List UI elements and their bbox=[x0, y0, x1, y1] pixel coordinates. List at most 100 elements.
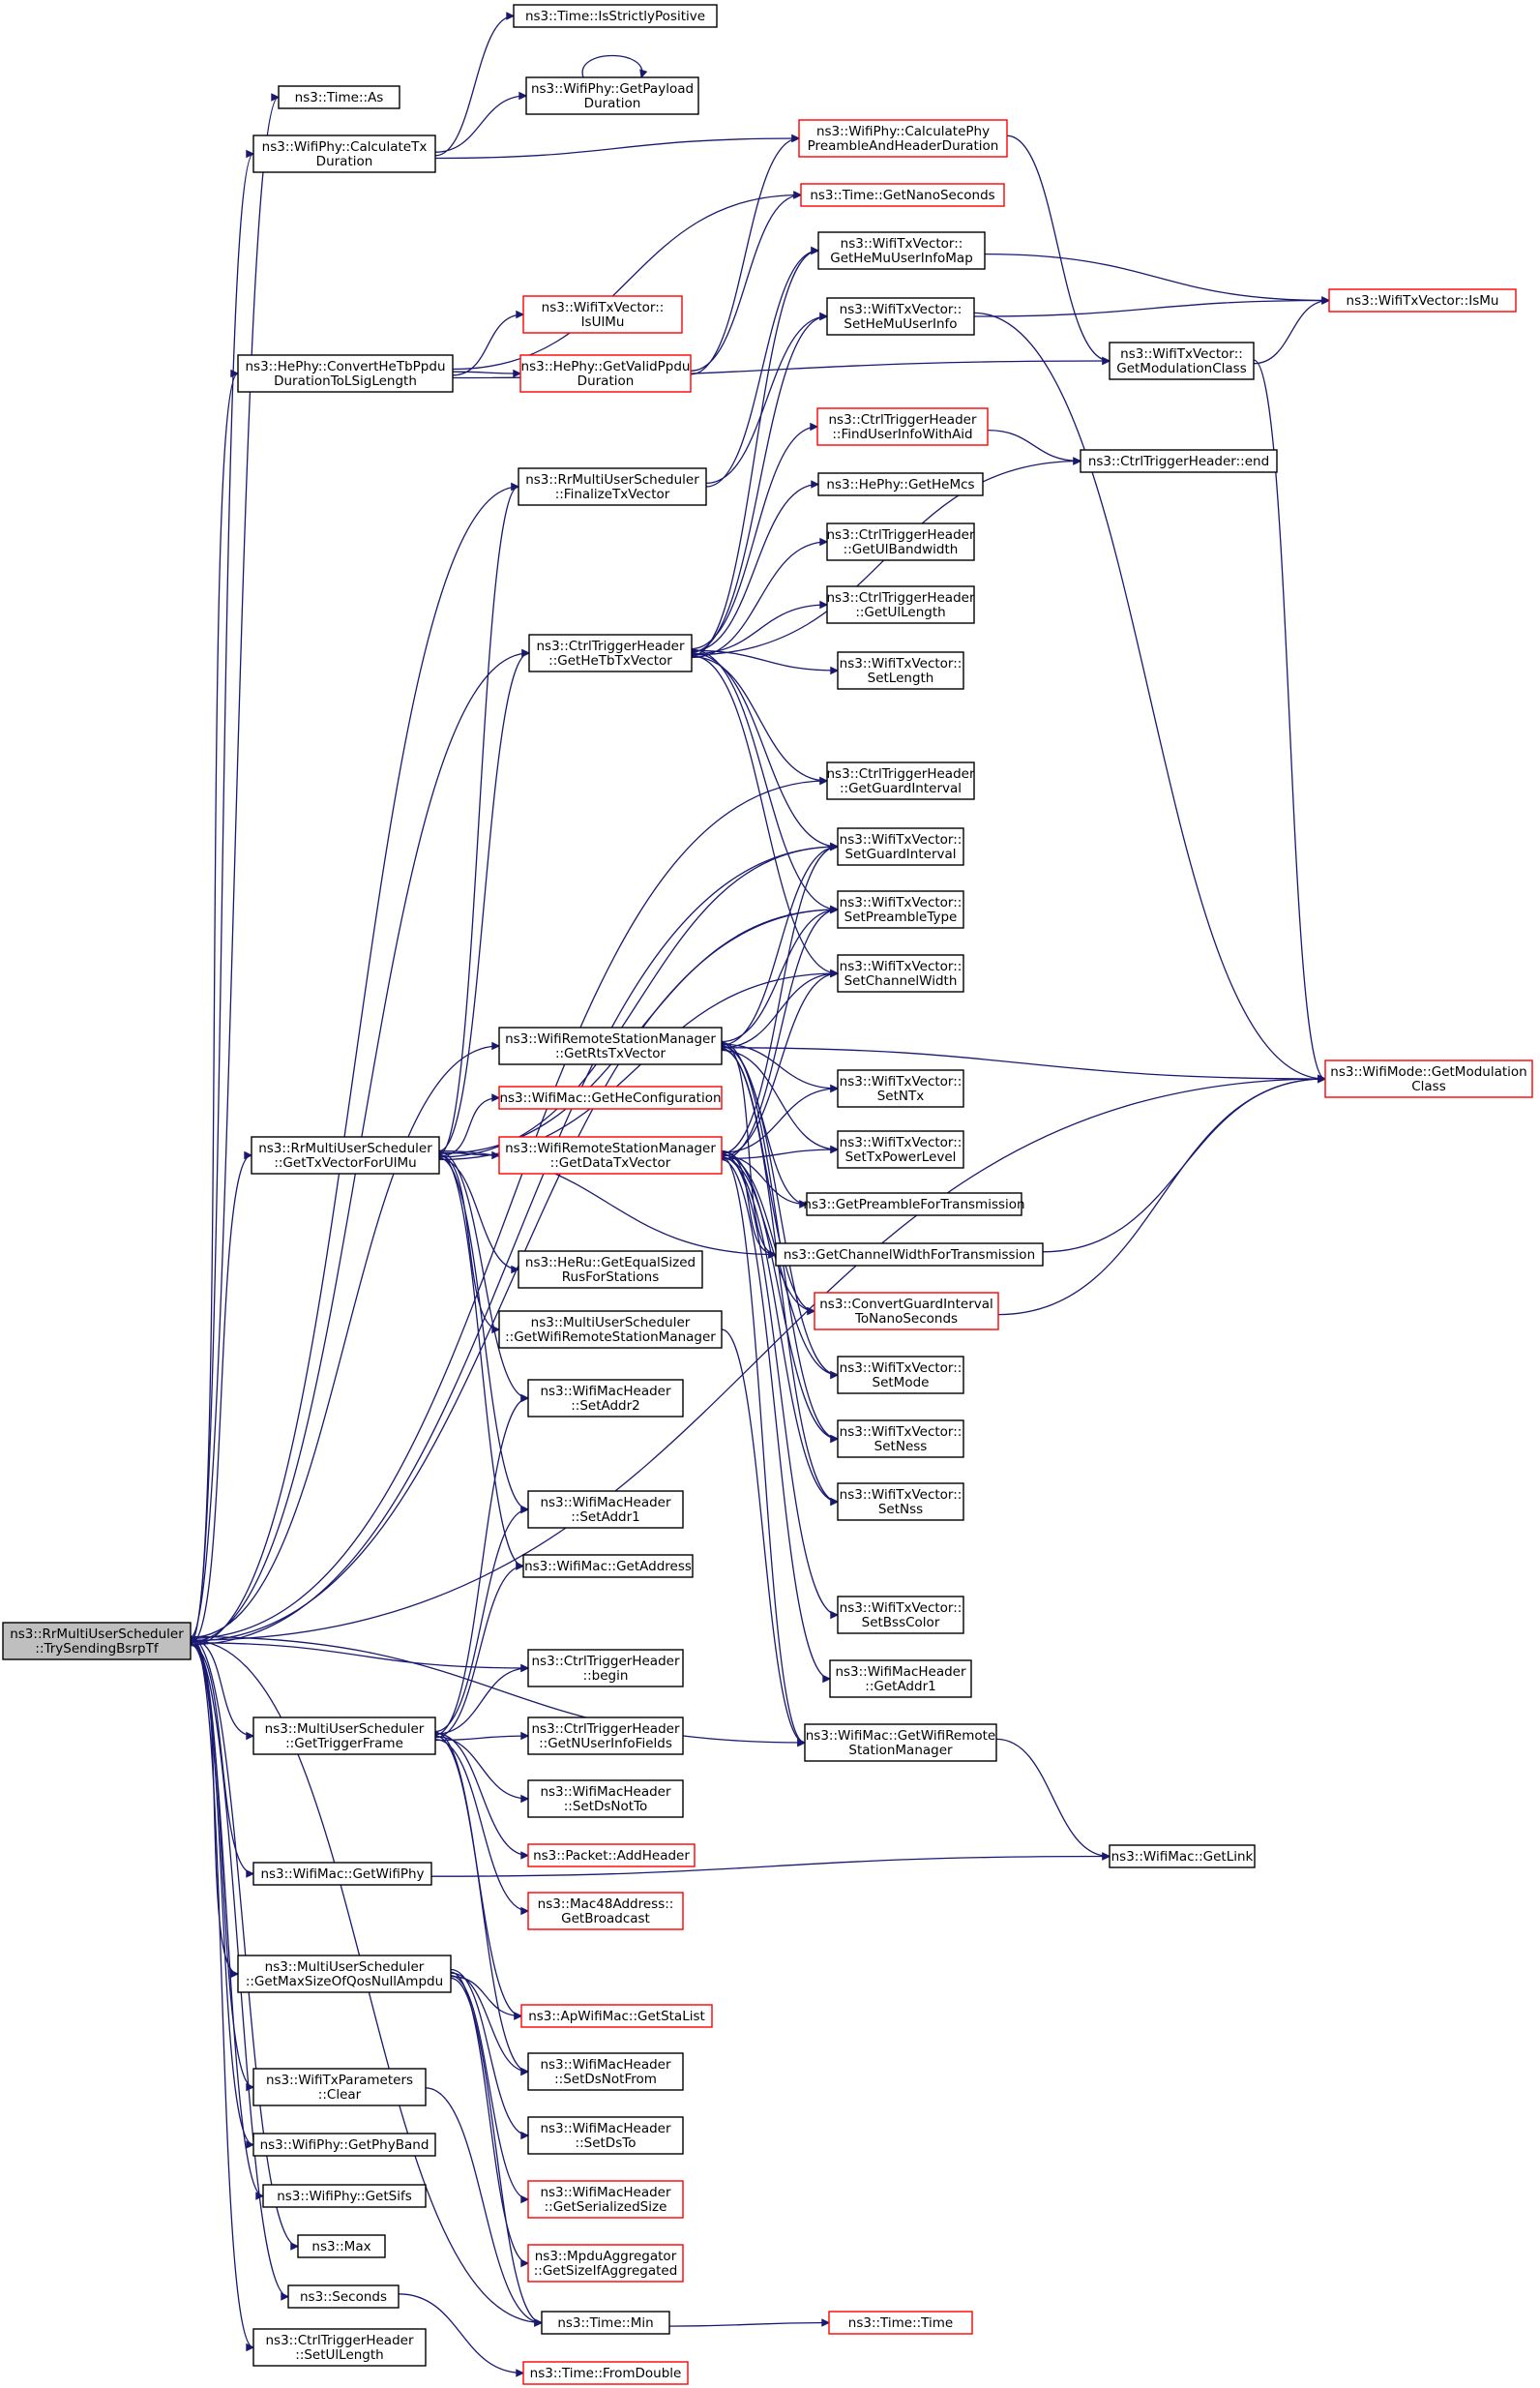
node-txvec_setbsscolor[interactable]: ns3::WifiTxVector::SetBssColor bbox=[837, 1596, 964, 1634]
node-ctrl_gethetbtxvector[interactable]: ns3::CtrlTriggerHeader::GetHeTbTxVector bbox=[528, 634, 693, 672]
node-label-line: ns3::WifiMac::GetHeConfiguration bbox=[499, 1090, 721, 1106]
node-wifimac_getaddress[interactable]: ns3::WifiMac::GetAddress bbox=[522, 1554, 694, 1578]
node-root[interactable]: ns3::RrMultiUserScheduler::TrySendingBsr… bbox=[2, 1622, 192, 1660]
edge-wrsm_getrtstxvector-to-txvec_setnss bbox=[721, 1048, 840, 1507]
edge-arrowhead bbox=[1073, 457, 1082, 465]
node-ctrl_begin[interactable]: ns3::CtrlTriggerHeader::begin bbox=[527, 1649, 684, 1687]
edge-wrsm_getrtstxvector-to-getpreamblefortx bbox=[721, 1046, 809, 1209]
node-mac48_getbroadcast[interactable]: ns3::Mac48Address::GetBroadcast bbox=[527, 1892, 684, 1930]
node-ctrl_setullength[interactable]: ns3::CtrlTriggerHeader::SetUlLength bbox=[252, 2328, 427, 2367]
node-txvec_setmode[interactable]: ns3::WifiTxVector::SetMode bbox=[837, 1356, 964, 1394]
node-mus_getmaxsizeqosnull[interactable]: ns3::MultiUserScheduler::GetMaxSizeOfQos… bbox=[237, 1955, 452, 1993]
edge-line bbox=[438, 1153, 524, 1567]
node-wifiphy_calcphypreamble[interactable]: ns3::WifiPhy::CalculatePhyPreambleAndHea… bbox=[798, 119, 1008, 158]
node-box bbox=[837, 954, 964, 993]
node-label-line: ns3::CtrlTriggerHeader bbox=[826, 590, 974, 606]
node-txvec_getmodulationclass[interactable]: ns3::WifiTxVector::GetModulationClass bbox=[1109, 342, 1255, 380]
node-txvec_isulmu[interactable]: ns3::WifiTxVector::IsUlMu bbox=[522, 295, 683, 334]
node-box bbox=[829, 1659, 972, 1698]
edge-arrowhead bbox=[822, 1674, 832, 1684]
node-time_fromdouble[interactable]: ns3::Time::FromDouble bbox=[522, 2361, 689, 2385]
node-ctrl_getguardinterval[interactable]: ns3::CtrlTriggerHeader::GetGuardInterval bbox=[826, 761, 975, 800]
node-apwifimac_getstalist[interactable]: ns3::ApWifiMac::GetStaList bbox=[520, 2004, 713, 2028]
node-label-line: ns3::Time::Time bbox=[848, 2315, 953, 2331]
node-txvec_setpreambletype[interactable]: ns3::WifiTxVector::SetPreambleType bbox=[837, 890, 964, 929]
node-wrsm_getrtstxvector[interactable]: ns3::WifiRemoteStationManager::GetRtsTxV… bbox=[498, 1027, 723, 1065]
node-txvec_gethemuuserinfomap[interactable]: ns3::WifiTxVector::GetHeMuUserInfoMap bbox=[817, 231, 986, 270]
edge-arrowhead bbox=[791, 134, 801, 143]
node-ctrl_getullength[interactable]: ns3::CtrlTriggerHeader::GetUlLength bbox=[826, 585, 975, 624]
node-getpreamblefortx[interactable]: ns3::GetPreambleForTransmission bbox=[803, 1192, 1025, 1216]
node-layer: ns3::RrMultiUserScheduler::TrySendingBsr… bbox=[2, 4, 1533, 2385]
node-label-line: ns3::ApWifiMac::GetStaList bbox=[528, 2009, 705, 2024]
edge-line bbox=[721, 1149, 839, 1440]
node-time_min[interactable]: ns3::Time::Min bbox=[541, 2311, 670, 2335]
edge-line bbox=[190, 1635, 806, 1744]
node-getchannelwidthfortx[interactable]: ns3::GetChannelWidthForTransmission bbox=[775, 1242, 1044, 1267]
node-txvec_setnss[interactable]: ns3::WifiTxVector::SetNss bbox=[837, 1482, 964, 1521]
node-ctrl_getnuserinfofields[interactable]: ns3::CtrlTriggerHeader::GetNUserInfoFiel… bbox=[527, 1716, 684, 1755]
node-time_as[interactable]: ns3::Time::As bbox=[278, 85, 400, 109]
node-wmh_setdsnotfrom[interactable]: ns3::WifiMacHeader::SetDsNotFrom bbox=[527, 2052, 684, 2091]
edge-line bbox=[690, 137, 800, 375]
edge-arrowhead bbox=[520, 2067, 530, 2076]
node-ctrl_getulbandwidth[interactable]: ns3::CtrlTriggerHeader::GetUlBandwidth bbox=[826, 522, 975, 561]
node-mus_getwrsm[interactable]: ns3::MultiUserScheduler::GetWifiRemoteSt… bbox=[498, 1310, 723, 1349]
node-seconds[interactable]: ns3::Seconds bbox=[287, 2284, 400, 2309]
node-txvec_setguardinterval[interactable]: ns3::WifiTxVector::SetGuardInterval bbox=[837, 827, 964, 866]
node-time_isstrictlypositive[interactable]: ns3::Time::IsStrictlyPositive bbox=[513, 4, 718, 28]
node-wifimac_getwrsm[interactable]: ns3::WifiMac::GetWifiRemoteStationManage… bbox=[804, 1723, 997, 1762]
node-mus_gettriggerframe[interactable]: ns3::MultiUserScheduler::GetTriggerFrame bbox=[252, 1716, 436, 1755]
node-hephy_gethemcs[interactable]: ns3::HePhy::GetHeMcs bbox=[817, 472, 984, 496]
node-label-line: ns3::WifiTxVector:: bbox=[840, 832, 962, 848]
node-wifimac_getlink[interactable]: ns3::WifiMac::GetLink bbox=[1109, 1844, 1256, 1868]
node-label-line: GetBroadcast bbox=[561, 1911, 650, 1926]
node-rr_finalizetxvector[interactable]: ns3::RrMultiUserScheduler::FinalizeTxVec… bbox=[518, 467, 707, 506]
node-txvec_setchannelwidth[interactable]: ns3::WifiTxVector::SetChannelWidth bbox=[837, 954, 964, 993]
node-wrsm_getdatatxvector[interactable]: ns3::WifiRemoteStationManager::GetDataTx… bbox=[498, 1136, 723, 1175]
node-ctrl_finduserinfowithaid[interactable]: ns3::CtrlTriggerHeader::FindUserInfoWith… bbox=[816, 407, 989, 446]
node-wmh_setaddr2[interactable]: ns3::WifiMacHeader::SetAddr2 bbox=[527, 1379, 684, 1418]
node-box bbox=[528, 634, 693, 672]
node-wmh_setaddr1[interactable]: ns3::WifiMacHeader::SetAddr1 bbox=[527, 1490, 684, 1529]
node-label-line: ns3::MultiUserScheduler bbox=[265, 1959, 425, 1975]
node-label-line: ns3::WifiMacHeader bbox=[540, 1784, 671, 1800]
edge-root-to-rr_gettxvectorforulmu bbox=[190, 1150, 253, 1645]
node-box bbox=[527, 1716, 684, 1755]
node-label-line: ns3::WifiMacHeader bbox=[835, 1664, 966, 1680]
node-txvec_setness[interactable]: ns3::WifiTxVector::SetNess bbox=[837, 1419, 964, 1458]
node-txvec_setlength[interactable]: ns3::WifiTxVector::SetLength bbox=[837, 651, 964, 690]
node-wifimac_gethecfg[interactable]: ns3::WifiMac::GetHeConfiguration bbox=[498, 1086, 723, 1110]
node-txvec_ismu[interactable]: ns3::WifiTxVector::IsMu bbox=[1328, 288, 1517, 313]
node-packet_addheader[interactable]: ns3::Packet::AddHeader bbox=[527, 1843, 696, 1867]
node-txvec_sethemuuserinfo[interactable]: ns3::WifiTxVector::SetHeMuUserInfo bbox=[826, 297, 975, 336]
node-txvec_setntx[interactable]: ns3::WifiTxVector::SetNTx bbox=[837, 1069, 964, 1108]
node-ctrl_end[interactable]: ns3::CtrlTriggerHeader::end bbox=[1080, 449, 1278, 473]
node-wifimac_getwifiphy[interactable]: ns3::WifiMac::GetWifiPhy bbox=[252, 1862, 432, 1886]
node-time_getnanoseconds[interactable]: ns3::Time::GetNanoSeconds bbox=[800, 183, 1005, 207]
node-time_time[interactable]: ns3::Time::Time bbox=[828, 2311, 973, 2335]
edge-mus_gettriggerframe-to-wmh_setaddr1 bbox=[434, 1505, 530, 1733]
node-label-line: ns3::MultiUserScheduler bbox=[531, 1315, 691, 1330]
node-hephy_converthetb[interactable]: ns3::HePhy::ConvertHeTbPpduDurationToLSi… bbox=[237, 354, 454, 393]
node-rr_gettxvectorforulmu[interactable]: ns3::RrMultiUserScheduler::GetTxVectorFo… bbox=[251, 1136, 440, 1175]
node-txvec_settxpowerlevel[interactable]: ns3::WifiTxVector::SetTxPowerLevel bbox=[837, 1130, 964, 1169]
node-mpduagg_getsizeifaggregated[interactable]: ns3::MpduAggregator::GetSizeIfAggregated bbox=[527, 2244, 684, 2283]
node-wtxp_clear[interactable]: ns3::WifiTxParameters::Clear bbox=[252, 2068, 427, 2106]
node-wmh_setdsto[interactable]: ns3::WifiMacHeader::SetDsTo bbox=[527, 2116, 684, 2155]
node-wmh_setdsnotto[interactable]: ns3::WifiMacHeader::SetDsNotTo bbox=[527, 1779, 684, 1818]
node-wifiphy_getphyband[interactable]: ns3::WifiPhy::GetPhyBand bbox=[252, 2133, 436, 2157]
node-wmh_getaddr1[interactable]: ns3::WifiMacHeader::GetAddr1 bbox=[829, 1659, 972, 1698]
node-wmh_getserializedsize[interactable]: ns3::WifiMacHeader::GetSerializedSize bbox=[527, 2180, 684, 2219]
node-wifiphy_getsifs[interactable]: ns3::WifiPhy::GetSifs bbox=[262, 2184, 427, 2208]
edge-arrowhead bbox=[520, 1393, 530, 1403]
node-max[interactable]: ns3::Max bbox=[297, 2234, 386, 2258]
node-wifimode_getmodulationclass[interactable]: ns3::WifiMode::GetModulationClass bbox=[1324, 1060, 1533, 1098]
edge-arrowhead bbox=[514, 2012, 523, 2020]
edge-arrowhead bbox=[819, 537, 829, 547]
